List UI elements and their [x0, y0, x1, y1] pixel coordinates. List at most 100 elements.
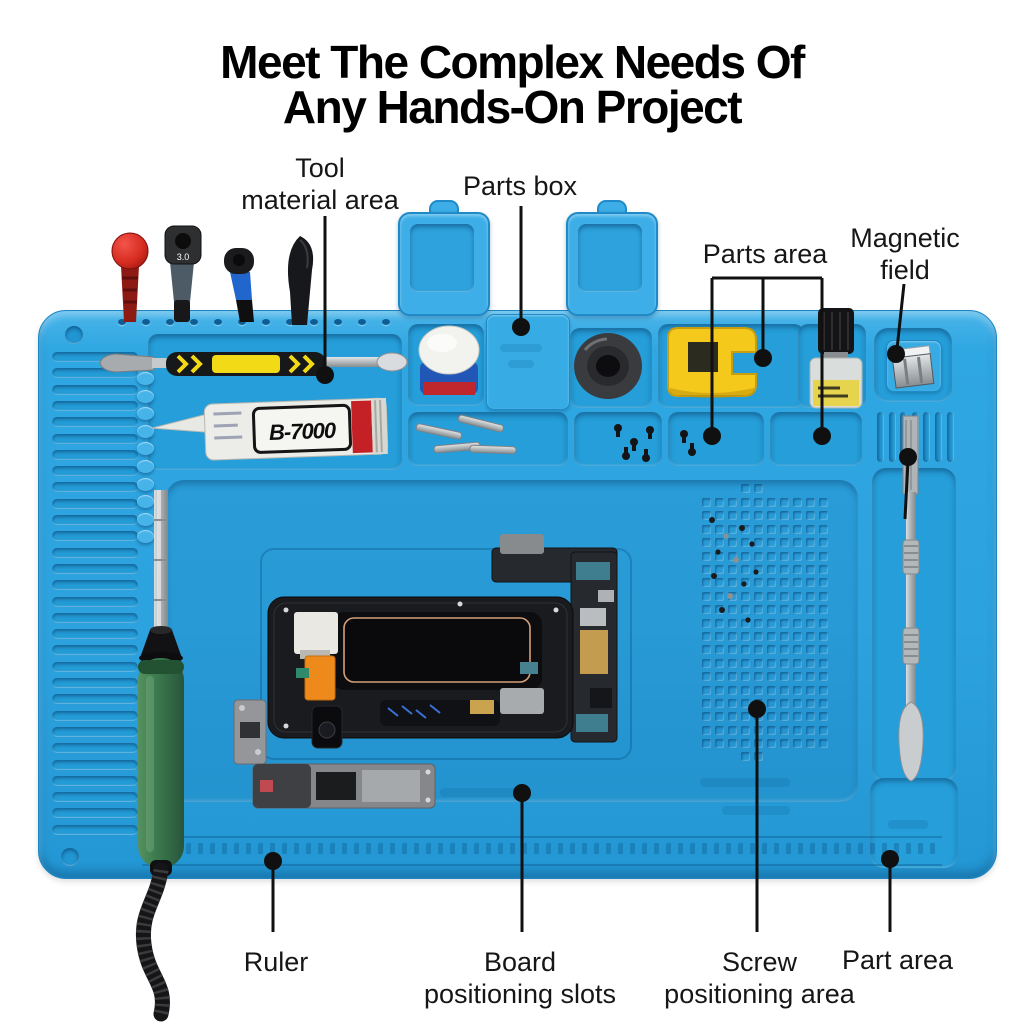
screw-grid-cell	[819, 498, 828, 507]
screw-grid-cell	[780, 552, 789, 561]
screw-grid-cell	[715, 552, 724, 561]
ruler-tick	[486, 843, 491, 854]
screw-grid-cell	[754, 565, 763, 574]
screw-grid-cell	[767, 672, 776, 681]
screw-grid-cell	[806, 592, 815, 601]
screw-grid-cell	[741, 538, 750, 547]
screw-grid-cell	[793, 619, 802, 628]
left-edge-rib	[52, 612, 138, 623]
tool-material-tray	[148, 334, 402, 470]
title-line-2: Any Hands-On Project	[282, 81, 743, 133]
screw-grid-cell	[715, 565, 724, 574]
screw-grid-cell	[819, 565, 828, 574]
ruler-tick	[654, 843, 659, 854]
ruler-tick	[726, 843, 731, 854]
screw-grid-cell	[767, 498, 776, 507]
left-edge-rib	[52, 482, 138, 493]
screw-grid-cell	[767, 511, 776, 520]
ruler-tick	[246, 843, 251, 854]
ruler-tick	[522, 843, 527, 854]
screw-grid-cell	[702, 672, 711, 681]
ruler-tick	[630, 843, 635, 854]
screw-grid-cell	[702, 686, 711, 695]
screw-grid-cell	[741, 686, 750, 695]
ruler-tick	[666, 843, 671, 854]
page-title: Meet The Complex Needs Of Any Hands-On P…	[0, 39, 1024, 133]
parts-box-lid-recess	[410, 224, 474, 292]
callout-parts-area: Parts area	[685, 238, 845, 270]
ruler-tick	[402, 843, 407, 854]
callout-tool-material-area: Tool material area	[230, 152, 410, 216]
screw-grid-cell	[702, 552, 711, 561]
screw-grid-cell	[715, 538, 724, 547]
screw-grid-cell	[728, 511, 737, 520]
screw-grid-cell	[715, 578, 724, 587]
ruler-tick	[594, 843, 599, 854]
grommet-compartment	[570, 328, 652, 408]
screw-grid-cell	[754, 726, 763, 735]
ruler-tick	[894, 843, 899, 854]
screw-grid-cell	[767, 578, 776, 587]
screw-grid-cell	[728, 739, 737, 748]
screw-grid-cell	[780, 726, 789, 735]
ruler-tick	[294, 843, 299, 854]
screw-grid-cell	[728, 645, 737, 654]
screw-grid-cell	[819, 592, 828, 601]
callout-label: Parts area	[702, 239, 828, 269]
ruler-tick	[450, 843, 455, 854]
screw-grid-cell	[715, 498, 724, 507]
ruler-tick	[426, 843, 431, 854]
screw-grid-cell	[767, 712, 776, 721]
screw-grid-cell	[767, 565, 776, 574]
screw-grid-cell	[728, 498, 737, 507]
ruler-tick	[750, 843, 755, 854]
screw-grid-cell	[728, 726, 737, 735]
screw-grid-cell	[754, 686, 763, 695]
magnetizer-compartment	[658, 324, 804, 408]
edge-nub	[137, 407, 154, 421]
screw-grid-cell	[702, 659, 711, 668]
screw-grid-cell	[767, 525, 776, 534]
screwdriver-gray: 3.0	[164, 225, 202, 322]
screw-grid-cell	[780, 525, 789, 534]
screw-grid-cell	[741, 739, 750, 748]
edge-nub	[137, 530, 154, 544]
ruler-tick	[918, 843, 923, 854]
ruler-tick	[318, 843, 323, 854]
screw-grid-cell	[702, 578, 711, 587]
screw-grid-cell	[728, 712, 737, 721]
tool-stand-hole	[118, 319, 126, 325]
screwdriver-size-label: 3.0	[177, 252, 190, 262]
screw-grid-cell	[806, 619, 815, 628]
screw-grid-cell	[767, 619, 776, 628]
screw-grid-cell	[702, 726, 711, 735]
right-edge-rib	[900, 412, 908, 462]
screw-grid-cell	[819, 672, 828, 681]
ruler-tick	[546, 843, 551, 854]
screw-grid-cell	[767, 552, 776, 561]
screw-grid-cell	[715, 659, 724, 668]
ruler-tick	[186, 843, 191, 854]
screw-grid-cell	[715, 699, 724, 708]
screw-grid-cell	[793, 525, 802, 534]
screw-grid-cell	[741, 552, 750, 561]
ruler-tick	[834, 843, 839, 854]
left-edge-rib	[52, 368, 138, 379]
screw-grid-cell	[741, 672, 750, 681]
screw-grid-cell	[806, 632, 815, 641]
callout-label: Ruler	[243, 947, 309, 977]
screw-grid-cell	[754, 605, 763, 614]
callout-parts-box: Parts box	[440, 170, 600, 202]
ruler-tick	[570, 843, 575, 854]
screw-grid-cell	[754, 619, 763, 628]
screw-grid-cell	[767, 645, 776, 654]
screw-grid-cell	[806, 712, 815, 721]
screw-grid-cell	[780, 538, 789, 547]
screw-grid-cell	[767, 605, 776, 614]
screw-grid-cell	[702, 712, 711, 721]
screw-grid-cell	[806, 565, 815, 574]
screw-grid-cell	[780, 686, 789, 695]
left-edge-rib	[52, 694, 138, 705]
screw-grid-cell	[780, 712, 789, 721]
screw-grid-cell	[715, 525, 724, 534]
